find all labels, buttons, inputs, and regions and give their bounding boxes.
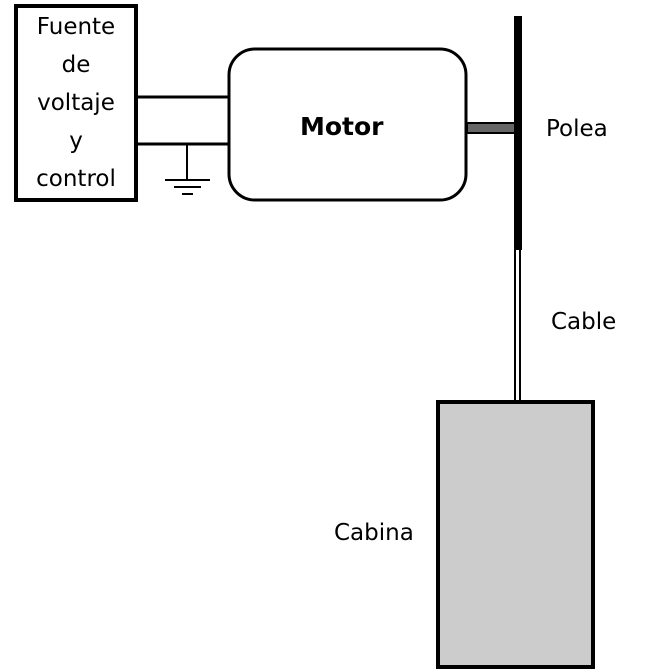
source-line: control [36,166,116,192]
source-line: de [61,52,91,78]
source-box-label: Fuente de voltaje y control [16,6,136,200]
pulley-label: Polea [546,116,608,142]
cable-label: Cable [551,309,617,335]
pulley-bar [514,16,522,250]
source-box [14,4,138,202]
motor-label: Motor [300,112,384,141]
source-line: y [69,128,83,154]
motor-shaft [466,122,516,134]
cabin-box [436,400,595,669]
source-line: Fuente [36,14,116,40]
cabin-label: Cabina [334,520,414,546]
ground-symbol [165,144,210,195]
source-line: voltaje [37,90,115,116]
